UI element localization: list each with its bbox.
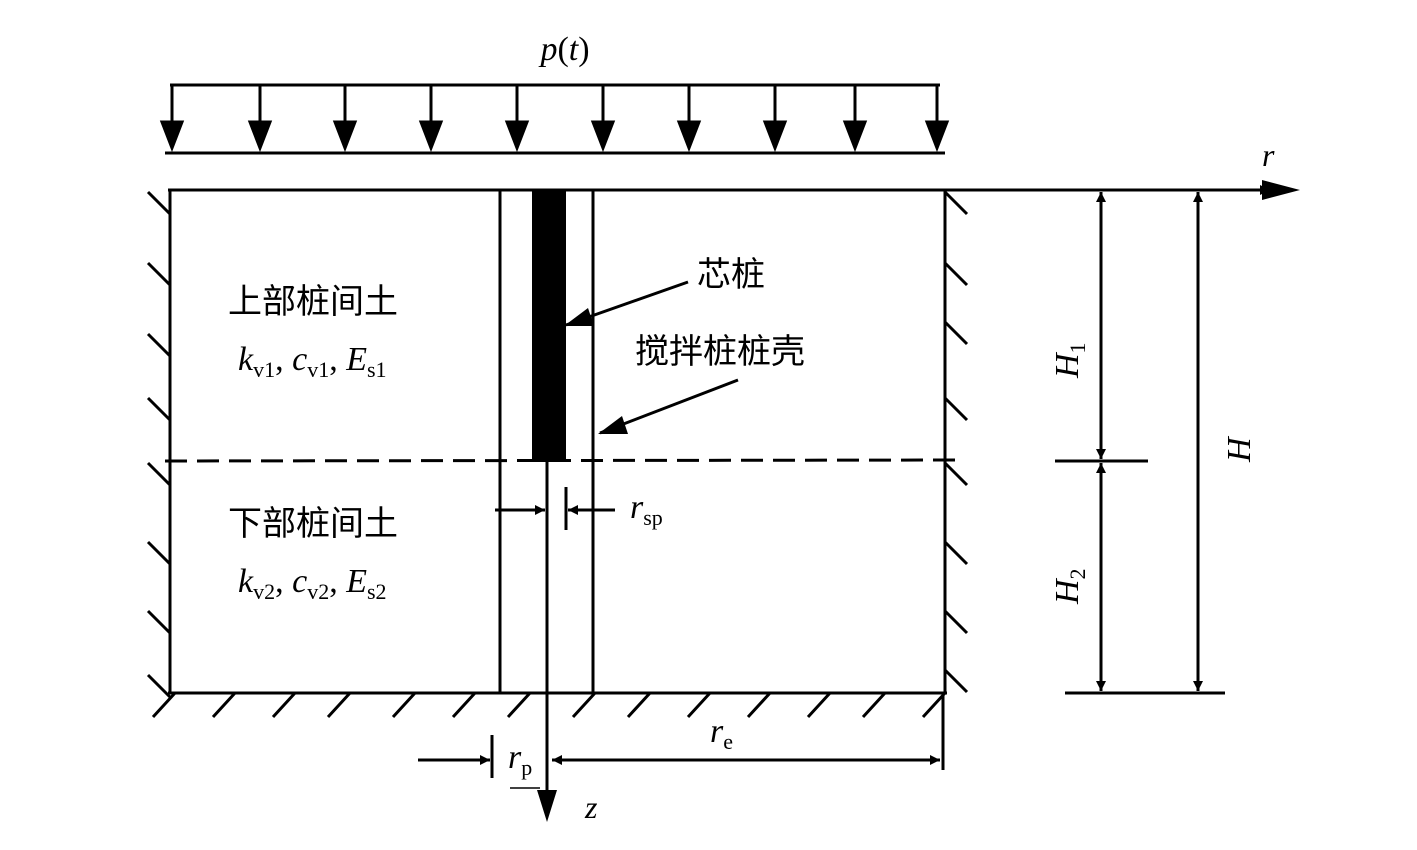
hatch-mark [943, 540, 969, 566]
hatch-mark [326, 691, 352, 719]
lower-soil-params: kv2, cv2, Es2 [238, 563, 387, 604]
lower-k: k [238, 563, 254, 600]
horizontal-axis-arrowhead [1262, 180, 1300, 200]
rsp-label: rsp [630, 489, 663, 530]
hatch-mark [506, 691, 532, 719]
upper-sep-2: , [329, 341, 338, 378]
hatch-mark [806, 691, 832, 719]
h1-label: H1 [1049, 342, 1090, 379]
load-arrow-head [332, 120, 358, 153]
hatch-mark [146, 540, 172, 566]
h2-subscript: 2 [1065, 568, 1090, 579]
load-arrow-head [418, 120, 444, 153]
h2-symbol: H [1049, 577, 1086, 605]
boundary-hatching [146, 190, 969, 719]
load-paren-open: ( [557, 31, 568, 68]
hatch-mark [151, 691, 177, 719]
lower-c: c [292, 563, 307, 600]
hatch-mark [626, 691, 652, 719]
hatch-mark [943, 396, 969, 422]
hatch-mark [943, 320, 969, 346]
rp-symbol: r [508, 739, 522, 776]
upper-c-sub: v1 [307, 357, 329, 382]
distributed-load [159, 83, 950, 155]
hatch-mark [921, 691, 947, 719]
rsp-subscript: sp [643, 505, 663, 530]
h-label: H [1221, 435, 1258, 463]
load-arrows [159, 85, 950, 153]
hatch-mark [146, 609, 172, 635]
lower-E: E [345, 563, 367, 600]
core-pile [532, 190, 566, 462]
z-axis-arrowhead [537, 790, 557, 822]
hatch-mark [211, 691, 237, 719]
load-symbol-p: p [538, 31, 557, 68]
re-symbol: r [710, 713, 724, 750]
h1-symbol: H [1049, 351, 1086, 379]
re-subscript: e [723, 729, 733, 754]
load-arrow-head [247, 120, 273, 153]
upper-E: E [345, 341, 367, 378]
hatch-mark [943, 190, 969, 216]
hatch-mark [146, 190, 172, 216]
hatch-mark [943, 261, 969, 287]
rsp-dimension [495, 487, 615, 530]
upper-E-sub: s1 [367, 357, 387, 382]
upper-soil-label: 上部桩间土 [228, 282, 398, 322]
load-arrow-head [762, 120, 788, 153]
load-arrow-head [676, 120, 702, 153]
rp-re-dimension [418, 693, 945, 778]
shell-pointer-head [598, 416, 628, 434]
hatch-mark [146, 332, 172, 358]
load-paren-close: ) [578, 31, 589, 68]
hatch-mark [271, 691, 297, 719]
r-axis-label: r [1262, 137, 1275, 173]
core-pile-pointer-head [564, 308, 594, 326]
load-arrow-head [504, 120, 530, 153]
load-arrow-head [590, 120, 616, 153]
hatch-mark [746, 691, 772, 719]
upper-k: k [238, 341, 254, 378]
lower-soil-label: 下部桩间土 [228, 504, 398, 544]
hatch-mark [686, 691, 712, 719]
upper-k-sub: v1 [253, 357, 275, 382]
hatch-mark [146, 461, 172, 487]
hatch-mark [451, 691, 477, 719]
soil-box [168, 185, 1270, 695]
h2-label: H2 [1049, 568, 1090, 605]
hatch-mark [146, 261, 172, 287]
lower-sep-2: , [329, 563, 338, 600]
load-symbol-t: t [569, 31, 580, 68]
core-pile-label: 芯桩 [697, 255, 765, 295]
lower-k-sub: v2 [253, 579, 275, 604]
hatch-mark [571, 691, 597, 719]
layer-boundary-dashed [164, 458, 959, 463]
re-label: re [710, 713, 733, 754]
hatch-mark [146, 673, 172, 699]
upper-sep-1: , [275, 341, 284, 378]
hatch-mark [146, 396, 172, 422]
hatch-mark [943, 609, 969, 635]
hatch-mark [861, 691, 887, 719]
height-dimensions [1055, 192, 1225, 695]
lower-E-sub: s2 [367, 579, 387, 604]
load-arrow-head [924, 120, 950, 153]
rsp-symbol: r [630, 489, 644, 526]
load-arrow-head [159, 120, 185, 153]
rp-label: rp [508, 739, 532, 780]
shell-label: 搅拌桩桩壳 [635, 332, 805, 372]
h1-subscript: 1 [1065, 342, 1090, 353]
hatch-mark [391, 691, 417, 719]
upper-c: c [292, 341, 307, 378]
upper-soil-params: kv1, cv1, Es1 [238, 341, 387, 382]
hatch-mark [943, 668, 969, 694]
lower-sep-1: , [275, 563, 284, 600]
hatch-mark [943, 461, 969, 487]
load-arrow-head [842, 120, 868, 153]
lower-c-sub: v2 [307, 579, 329, 604]
z-axis-label: z [584, 789, 598, 825]
rp-subscript: p [521, 755, 532, 780]
load-label: p(t) [538, 31, 589, 68]
